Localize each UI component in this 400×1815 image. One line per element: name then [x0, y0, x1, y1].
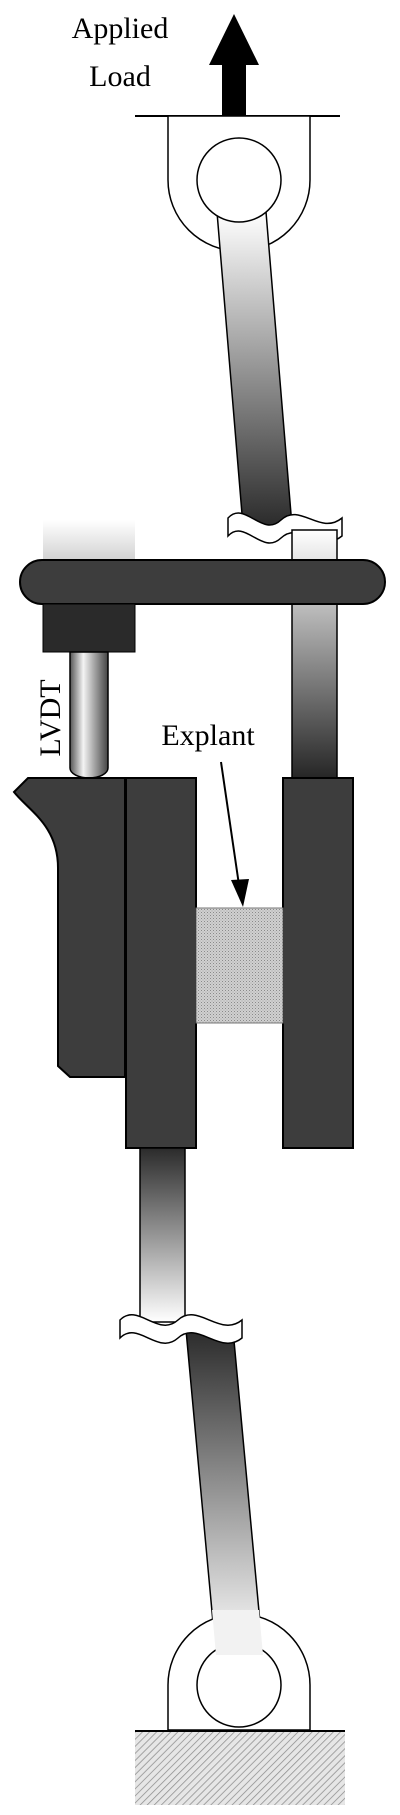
- applied-load-arrow: [209, 14, 259, 115]
- lvdt-plunger: [69, 651, 109, 779]
- crossbar: [19, 559, 386, 605]
- bottom-rod: [185, 1329, 264, 1656]
- lvdt-label: LVDT: [34, 679, 67, 756]
- explant-specimen: [195, 907, 284, 1024]
- lower-rod: [139, 1147, 186, 1323]
- right-grip: [282, 777, 354, 1149]
- top-rod: [216, 211, 293, 527]
- ground-base: [135, 1731, 345, 1805]
- lvdt-body: [42, 603, 136, 653]
- left-grip: [125, 777, 197, 1149]
- applied-load-label-line1: Applied: [72, 12, 169, 45]
- explant-label: Explant: [161, 719, 255, 752]
- explant-arrow: [220, 761, 249, 907]
- applied-load-label-line2: Load: [89, 60, 151, 93]
- left-bracket: [12, 777, 126, 1078]
- top-pin: [196, 137, 282, 223]
- bottom-rod-end: [212, 1610, 263, 1655]
- lower-rod-break-mark: [119, 1314, 243, 1344]
- bottom-pin: [196, 1642, 282, 1728]
